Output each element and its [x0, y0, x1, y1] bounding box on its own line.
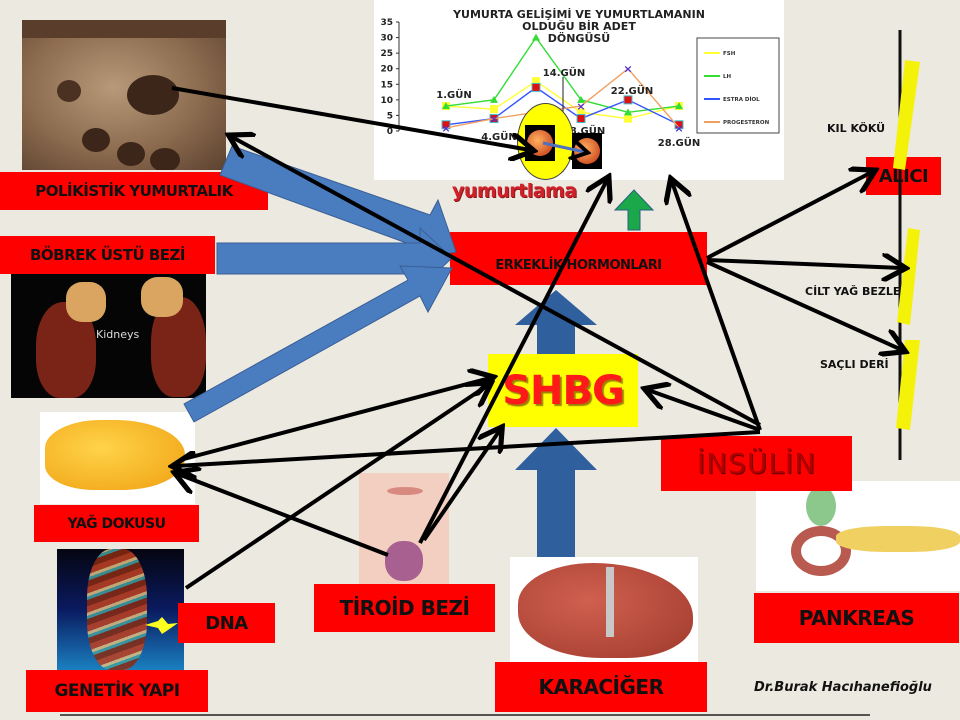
y-tick-label: 20 — [380, 65, 393, 75]
data-point-progesteron: × — [623, 63, 632, 76]
data-point-lh — [532, 33, 540, 41]
author-credit: Dr.Burak Hacıhanefioğlu — [754, 680, 932, 695]
blue-arrow-from-adrenal — [216, 226, 453, 290]
data-point-estradi̇ol — [576, 114, 586, 124]
data-point-estradi̇ol — [531, 82, 541, 92]
data-point-progesteron: × — [674, 122, 683, 135]
legend-label: FSH — [723, 51, 736, 57]
y-tick-label: 30 — [380, 34, 393, 44]
arrow-adipose-to-shbg — [179, 378, 490, 462]
ovulation-label: yumurtlama — [452, 180, 577, 202]
kidneys-caption: Kidneys — [96, 328, 140, 341]
shbg-label: SHBG — [502, 367, 625, 414]
arrow-androgens-to-sebaceous — [706, 260, 902, 268]
data-point-lh — [624, 108, 632, 116]
data-point-fsh — [532, 77, 540, 86]
chart-title-line-1: YUMURTA GELİŞİMİ VE YUMURTLAMANIN — [452, 7, 705, 21]
chart-title-line-2: OLDUĞU BİR ADET — [522, 19, 636, 33]
y-tick-label: 25 — [380, 49, 393, 59]
y-tick-label: 35 — [380, 18, 393, 28]
arrow-thyroid-to-adipose — [178, 474, 389, 557]
thyroid-gland-label: TİROİD BEZİ — [314, 584, 495, 632]
dna-label: DNA — [178, 603, 275, 643]
data-point-progesteron: × — [489, 113, 498, 126]
day-annotation: 14.GÜN — [543, 65, 585, 79]
data-point-fsh — [577, 108, 585, 117]
insulin-label: İNSÜLİN — [661, 436, 852, 491]
y-tick-label: 5 — [387, 111, 393, 121]
arrow-insulin-to-ovulation — [672, 182, 762, 431]
scalp-label: SAÇLI DERİ — [820, 358, 889, 371]
data-point-lh — [675, 102, 683, 110]
adipose-tissue-image — [40, 412, 195, 504]
day-annotation: 22.GÜN — [611, 83, 653, 97]
pancreas-image — [756, 481, 960, 591]
day-annotation: 4.GÜN — [481, 129, 516, 143]
green-arrow-androgens-to-ovulation — [613, 189, 655, 231]
data-point-progesteron: × — [576, 100, 585, 113]
legend-label: ESTRA DİOL — [723, 96, 760, 103]
liver-image — [510, 557, 698, 662]
data-point-progesteron: × — [441, 122, 450, 135]
data-point-estradi̇ol — [674, 120, 684, 130]
adrenal-gland-label: BÖBREK ÜSTÜ BEZİ — [0, 236, 215, 274]
data-point-fsh — [624, 114, 632, 123]
chart-title: YUMURTA GELİŞİMİ VE YUMURTLAMANIN OLDUĞU… — [452, 7, 705, 45]
dna-image — [57, 549, 184, 670]
arrow-androgens-to-receptor — [706, 172, 872, 260]
chart-title-line-3: DÖNGÜSÜ — [548, 31, 611, 45]
legend-label: PROGESTERON — [723, 120, 770, 126]
receptor-label: ALICI — [866, 157, 941, 195]
polycystic-ovary-label: POLİKİSTİK YUMURTALIK — [0, 172, 268, 210]
sebaceous-glands-label: CİLT YAĞ BEZLERİ — [805, 285, 913, 298]
day-annotation: 28.GÜN — [658, 135, 700, 149]
thyroid-image — [359, 473, 449, 585]
androgens-label: ERKEKLİK HORMONLARI — [450, 232, 707, 285]
arrow-androgens-to-scalp — [706, 260, 902, 350]
legend-label: LH — [723, 74, 732, 80]
y-tick-label: 10 — [380, 96, 393, 106]
hair-shaft-icon — [893, 30, 920, 460]
dark-blue-arrow-shbg-to-androgens — [515, 290, 597, 354]
y-tick-label: 0 — [387, 127, 393, 137]
blue-arrow-from-adipose — [183, 265, 453, 423]
data-point-estradi̇ol — [623, 95, 633, 105]
hair-root-label: KIL KÖKÜ — [827, 122, 886, 135]
liver-label: KARACİĞER — [495, 662, 707, 712]
kidneys-image: Kidneys — [11, 272, 206, 398]
egg-image-1 — [525, 125, 555, 161]
genetic-structure-label: GENETİK YAPI — [26, 670, 208, 712]
arrow-insulin-to-shbg — [648, 390, 761, 432]
pancreas-label: PANKREAS — [754, 593, 959, 643]
dark-blue-arrow-liver-to-shbg — [515, 428, 597, 557]
data-point-lh — [577, 95, 585, 103]
day-annotation: 1.GÜN — [436, 87, 471, 101]
ovary-ultrasound-image — [22, 20, 226, 170]
egg-image-2 — [572, 133, 602, 169]
chart-legend: FSH LH ESTRA DİOL PROGESTERON — [696, 37, 780, 134]
y-tick-label: 15 — [380, 80, 393, 90]
adipose-tissue-label: YAĞ DOKUSU — [34, 505, 199, 542]
